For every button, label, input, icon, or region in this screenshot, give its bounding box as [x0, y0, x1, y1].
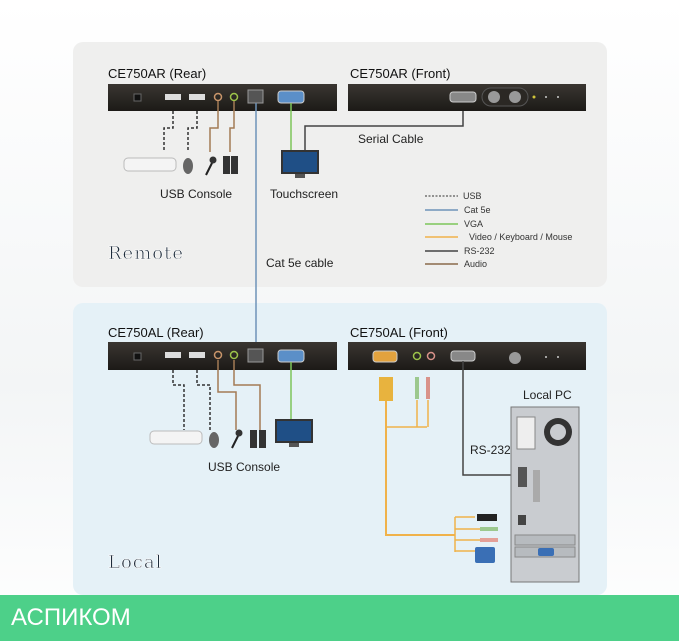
button-icon — [509, 91, 521, 103]
mic-port-icon — [412, 351, 422, 361]
vga-port-icon — [538, 548, 554, 556]
rj45-port-icon — [247, 348, 264, 363]
audio-port-icon — [426, 351, 436, 361]
mic-port-icon — [229, 350, 239, 360]
vga-connector-icon — [379, 377, 393, 401]
local-panel — [73, 303, 607, 595]
local-rear-title: CE750AL (Rear) — [108, 325, 204, 340]
rj45-port-icon — [247, 89, 264, 104]
local-microphone-icon — [231, 429, 243, 449]
audio-plug-icon — [480, 538, 498, 542]
audio-plug-icon — [415, 377, 419, 399]
local-front-title: CE750AL (Front) — [350, 325, 448, 340]
button-icon — [488, 91, 500, 103]
remote-zone-label: Remote — [108, 243, 184, 264]
legend-label: VGA — [464, 219, 483, 229]
serial-cable-label: Serial Cable — [358, 132, 424, 146]
button-icon — [509, 352, 521, 364]
ce750ar-front-device — [348, 84, 586, 111]
legend: USB Cat 5e VGA Video / Keyboard / Mouse … — [425, 191, 572, 269]
usb-port-icon — [189, 352, 205, 358]
audio-port-icon — [213, 350, 223, 360]
legend-label: Cat 5e — [464, 205, 491, 215]
local-usb-console-label: USB Console — [208, 460, 280, 474]
remote-keyboard-icon — [123, 157, 177, 172]
remote-front-title: CE750AR (Front) — [350, 66, 450, 81]
usb-port-icon — [189, 94, 205, 100]
ce750al-rear-device — [108, 342, 337, 370]
local-keyboard-icon — [149, 430, 203, 445]
serial-port-icon — [518, 467, 527, 487]
brand-name: АСПИКОМ — [11, 604, 131, 631]
legend-label: RS-232 — [464, 246, 495, 256]
remote-microphone-icon — [205, 156, 217, 176]
serial-port-icon — [450, 350, 476, 362]
usb-port-icon — [518, 515, 526, 525]
usb-plug-icon — [477, 514, 497, 521]
legend-label: USB — [463, 191, 482, 201]
vga-port-icon — [277, 349, 305, 363]
ce750ar-rear-device — [108, 84, 337, 111]
cat5e-cable-label: Cat 5e cable — [266, 256, 334, 270]
usb-port-icon — [165, 94, 181, 100]
local-mouse-icon — [209, 432, 219, 448]
power-jack-icon — [133, 352, 142, 361]
audio-plug-icon — [426, 377, 430, 399]
legend-label: Audio — [464, 259, 487, 269]
audio-plug-icon — [480, 527, 498, 531]
local-pc-icon — [510, 406, 580, 583]
remote-rear-title: CE750AR (Rear) — [108, 66, 206, 81]
touchscreen-icon — [281, 150, 319, 178]
vga-port-icon — [372, 350, 398, 363]
serial-port-icon — [449, 91, 477, 103]
led-icon — [532, 95, 536, 99]
remote-mouse-icon — [183, 158, 193, 174]
local-zone-label: Local — [108, 552, 162, 573]
vga-port-icon — [277, 90, 305, 104]
legend-label: Video / Keyboard / Mouse — [469, 232, 572, 242]
ce750al-front-device — [348, 342, 586, 370]
vga-plug-icon — [475, 547, 495, 563]
local-pc-label: Local PC — [523, 388, 572, 402]
power-jack-icon — [133, 93, 142, 102]
mic-port-icon — [229, 92, 239, 102]
local-cables — [172, 360, 520, 552]
usb-port-icon — [165, 352, 181, 358]
footer-brand-bar: АСПИКОМ — [0, 595, 679, 641]
local-speakers-icon — [250, 430, 266, 448]
remote-speakers-icon — [223, 156, 238, 174]
remote-cables — [163, 101, 464, 345]
local-monitor-icon — [275, 419, 313, 447]
touchscreen-label: Touchscreen — [270, 187, 338, 201]
audio-port-icon — [213, 92, 223, 102]
rs232-label: RS-232 — [470, 443, 511, 457]
remote-usb-console-label: USB Console — [160, 187, 232, 201]
